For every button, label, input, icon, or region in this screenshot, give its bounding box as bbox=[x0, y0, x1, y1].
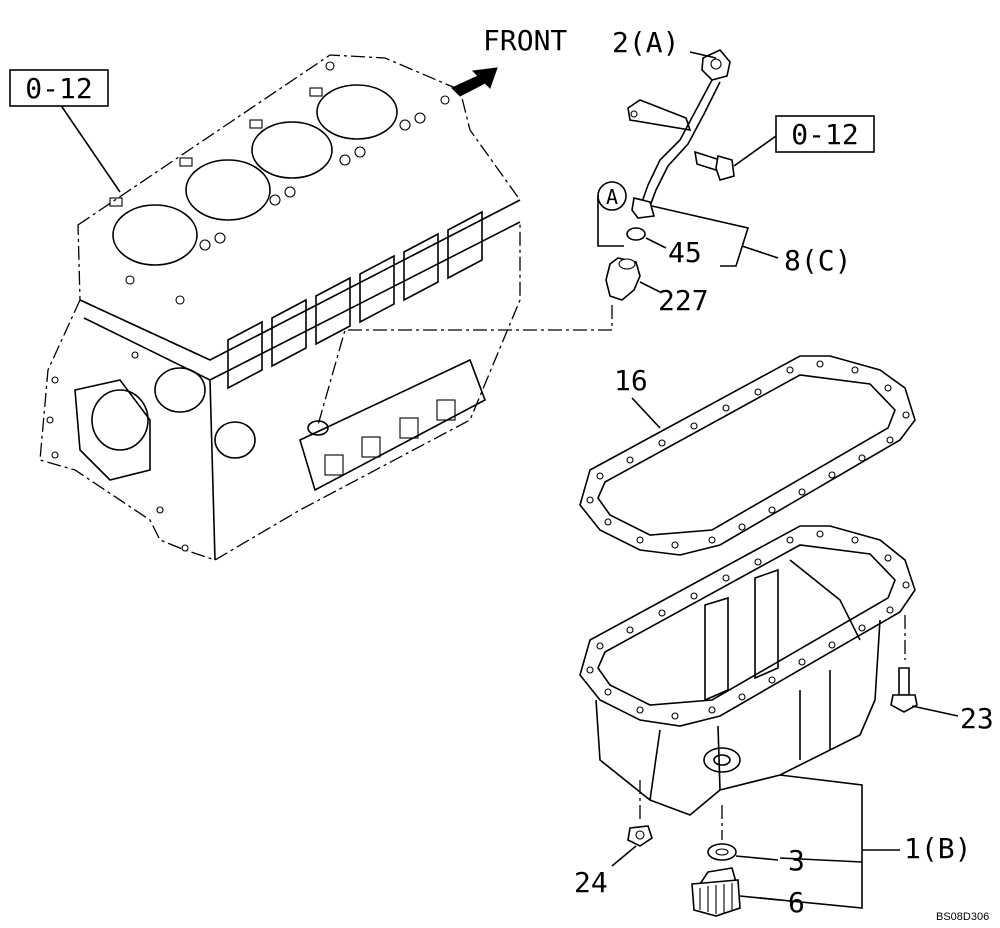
bolt bbox=[890, 667, 959, 717]
callout-adapter: 227 bbox=[658, 284, 709, 317]
ref-box-block-label: 0-12 bbox=[25, 72, 92, 105]
circle-a-label: A bbox=[606, 185, 618, 209]
callout-gasket: 16 bbox=[614, 364, 648, 397]
front-arrow-icon bbox=[451, 67, 498, 97]
block-ref-leader bbox=[59, 103, 121, 193]
engine-block bbox=[39, 54, 521, 561]
o-ring bbox=[626, 227, 667, 249]
callout-nut: 24 bbox=[574, 866, 608, 899]
dipstick-guide-tube bbox=[627, 49, 735, 219]
nut bbox=[611, 780, 653, 867]
ref-box-bolt-label: 0-12 bbox=[791, 118, 858, 151]
adapter-location-line bbox=[317, 305, 613, 426]
callout-dipstick: 2(A) bbox=[612, 26, 679, 59]
callout-drain-plug: 6 bbox=[788, 886, 805, 919]
ref-box-block: 0-12 bbox=[9, 69, 109, 107]
circle-a-marker: A bbox=[597, 181, 627, 247]
oil-pan bbox=[579, 525, 916, 816]
callout-guide-tube: 8(C) bbox=[784, 244, 851, 277]
adapter bbox=[605, 257, 661, 301]
callout-oil-pan-assy: 1(B) bbox=[904, 832, 971, 865]
drain-plug bbox=[691, 867, 781, 917]
figure-code: BS08D306 bbox=[936, 911, 989, 923]
washer bbox=[707, 805, 779, 861]
ref-box-bolt: 0-12 bbox=[733, 115, 875, 167]
callout-washer: 3 bbox=[788, 844, 805, 877]
oil-pan-assy-bracket bbox=[759, 774, 900, 909]
callout-o-ring: 45 bbox=[668, 236, 702, 269]
dipstick-leader bbox=[689, 51, 717, 59]
oil-pan-gasket bbox=[579, 355, 916, 556]
guide-tube-bracket-lines bbox=[651, 205, 779, 267]
callout-bolt: 23 bbox=[960, 702, 994, 735]
front-label: FRONT bbox=[483, 24, 567, 57]
